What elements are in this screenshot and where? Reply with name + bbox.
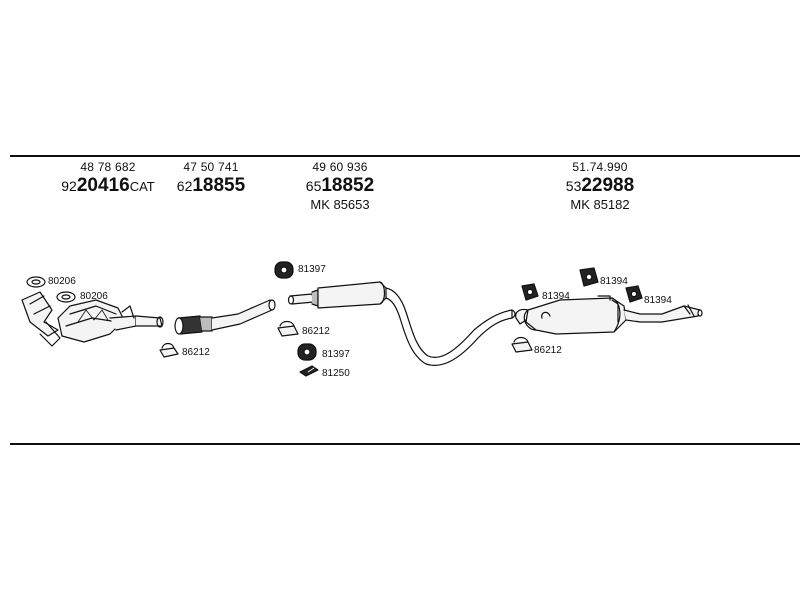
oem-number: 47 50 741 [183,160,239,174]
clamp-86212-b-icon [277,320,299,337]
hanger-81394-a-icon [521,283,539,301]
middle-silencer-drawing [287,281,516,366]
oem-number: 48 78 682 [80,160,136,174]
callout-81397-a: 81397 [298,264,326,275]
hanger-81397-b-icon [297,343,317,361]
gasket-80206-a-icon [26,276,46,288]
top-rule [10,155,800,157]
part-number: 9220416CAT [61,175,155,196]
bottom-rule [10,443,800,445]
hanger-81397-a-icon [274,261,294,279]
part-number: 5322988 [565,175,635,196]
front-pipe-drawing [174,299,276,335]
part-header-rear-silencer: 51.74.990 5322988 MK 85182 [550,161,650,211]
callout-86212-c: 86212 [534,345,562,356]
mk-number: MK 85653 [310,197,370,212]
part-number: 6518852 [305,175,375,196]
clamp-86212-c-icon [511,336,533,353]
callout-86212-b: 86212 [302,326,330,337]
callout-81250: 81250 [322,368,350,379]
callout-86212-a: 86212 [182,347,210,358]
callout-81394-a: 81394 [542,291,570,302]
oem-number: 51.74.990 [572,160,628,174]
callout-81394-b: 81394 [600,276,628,287]
callout-80206-b: 80206 [80,291,108,302]
gasket-80206-b-icon [56,291,76,303]
part-header-catalytic-converter: 48 78 682 9220416CAT [58,161,158,195]
callout-81397-b: 81397 [322,349,350,360]
part-header-middle-silencer: 49 60 936 6518852 MK 85653 [290,161,390,211]
rear-silencer-drawing [515,295,703,335]
catalytic-converter-drawing [21,291,164,347]
part-header-front-pipe: 47 50 741 6218855 [166,161,256,195]
bolt-81250-icon [299,363,319,377]
mk-number: MK 85182 [570,197,630,212]
callout-81394-c: 81394 [644,295,672,306]
hanger-81394-b-icon [579,267,599,287]
clamp-86212-a-icon [159,342,179,358]
hanger-81394-c-icon [625,285,643,303]
callout-80206-a: 80206 [48,276,76,287]
oem-number: 49 60 936 [312,160,368,174]
part-number: 6218855 [176,175,246,196]
